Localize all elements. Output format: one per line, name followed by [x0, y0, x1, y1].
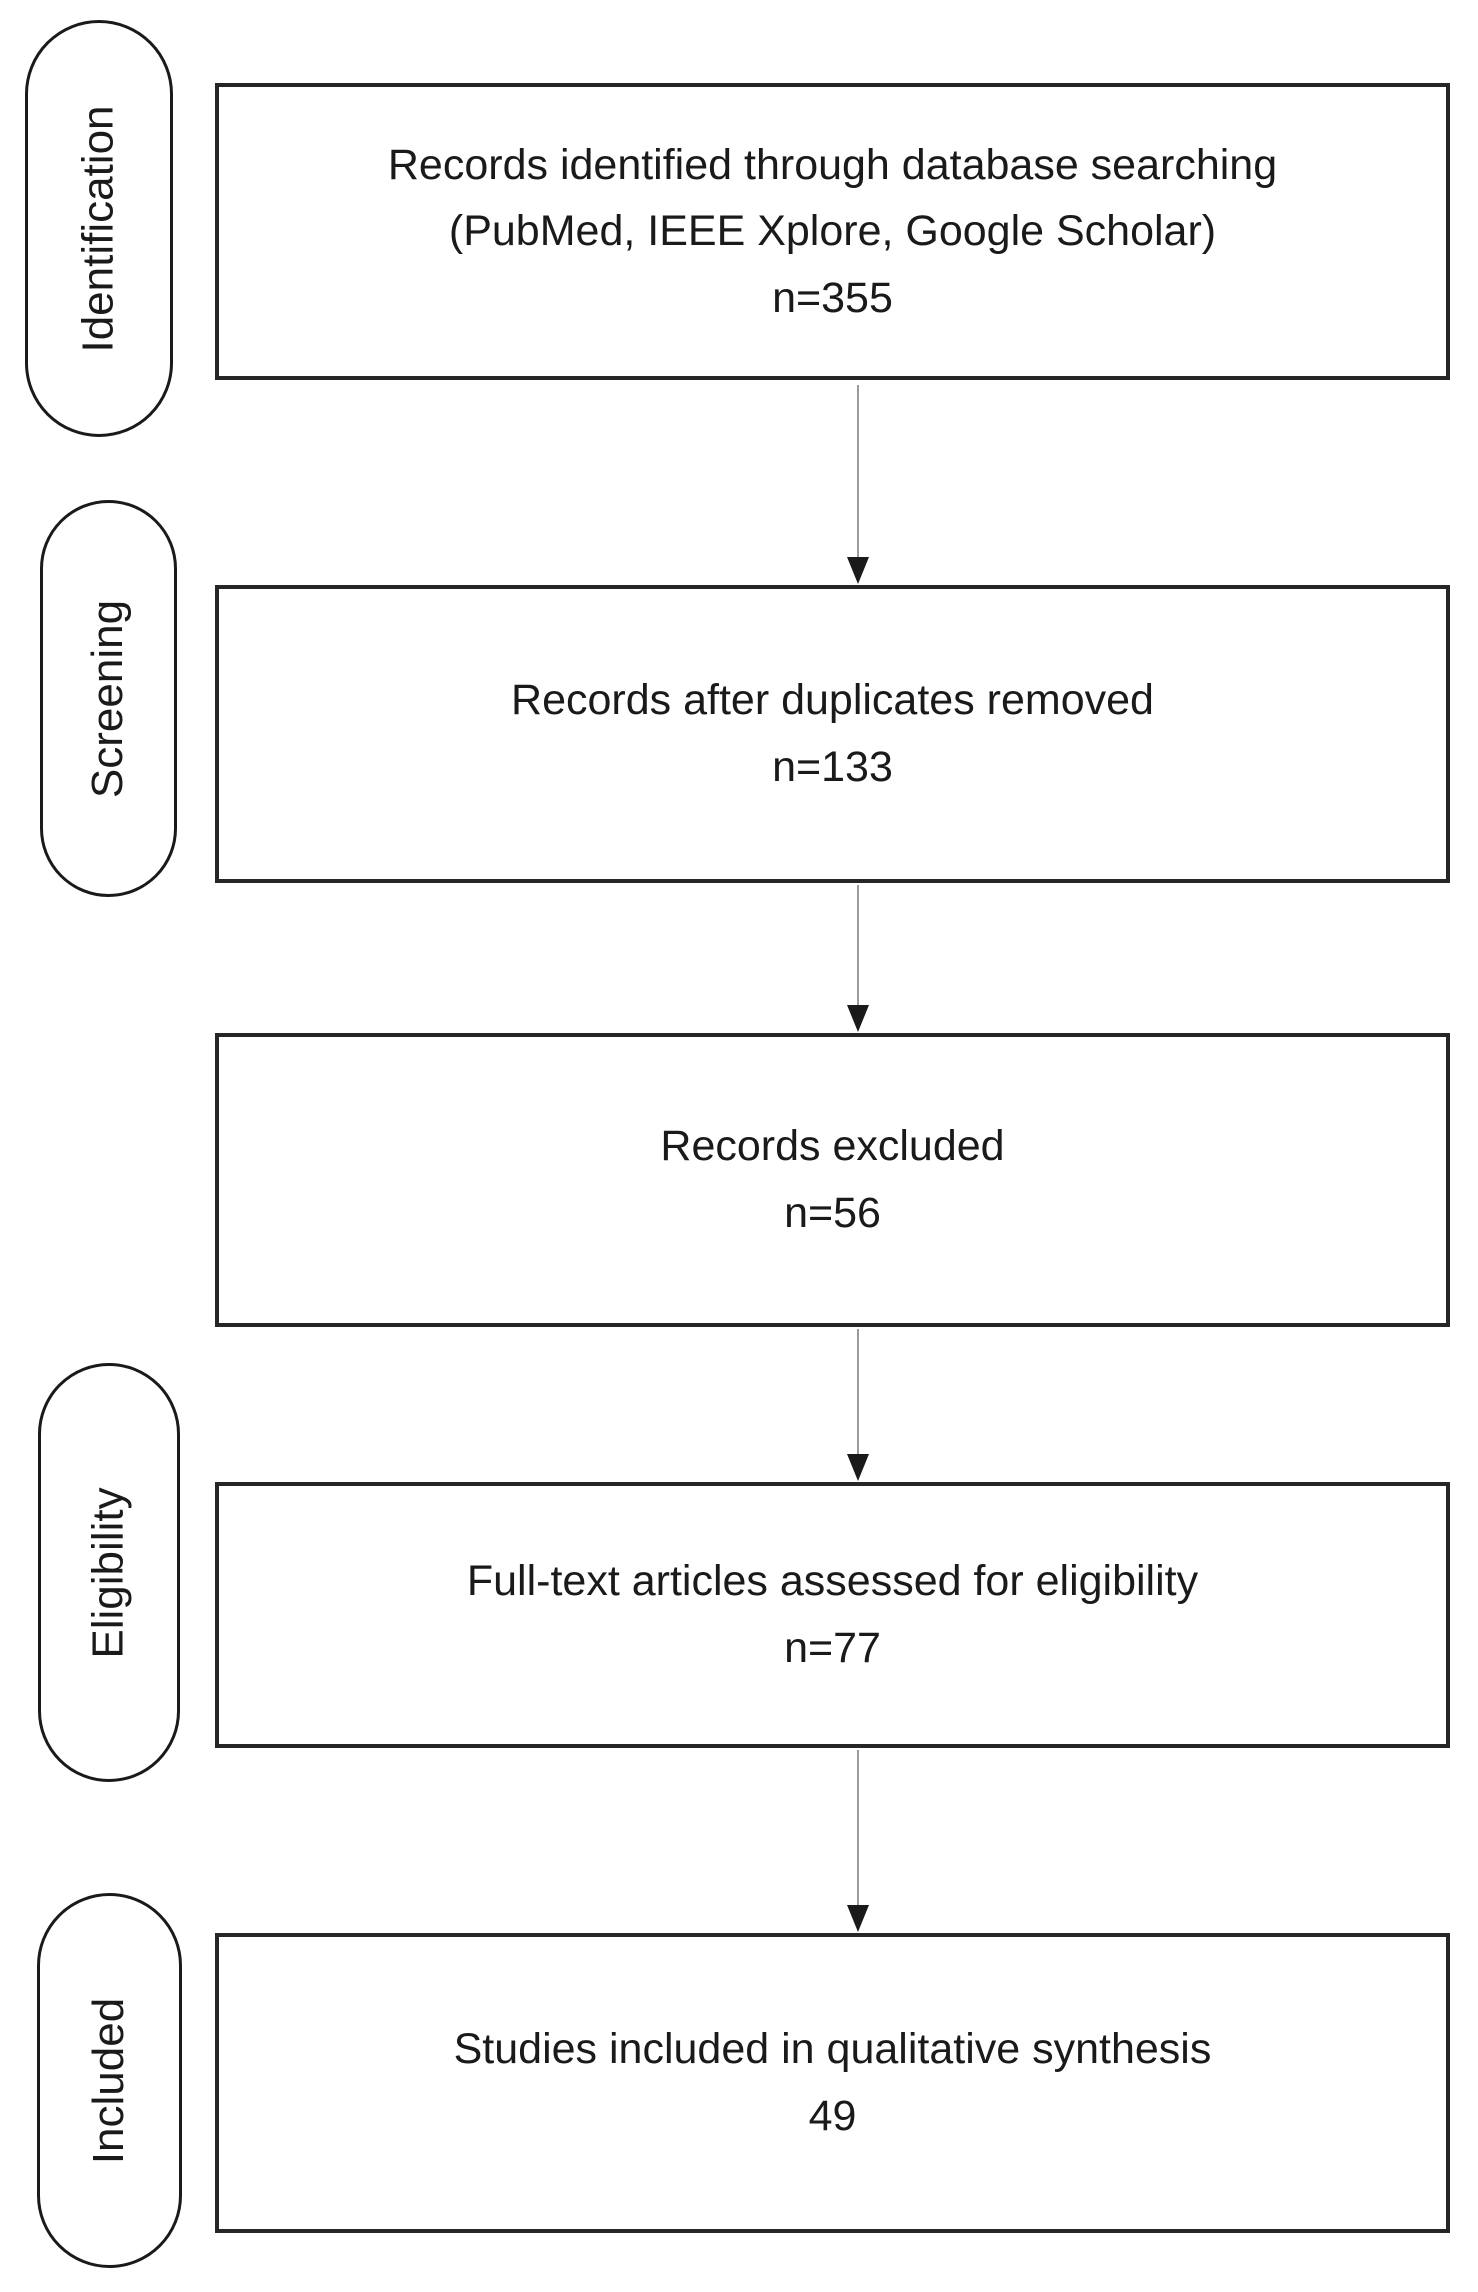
- box-count: 49: [808, 2092, 857, 2140]
- stage-pill-identification: Identification: [25, 20, 173, 437]
- arrow-line: [857, 385, 859, 558]
- flow-box-duplicates-removed: Records after duplicates removed n=133: [215, 585, 1450, 883]
- flow-arrow-screening-to-excluded: [847, 885, 869, 1032]
- box-count: n=56: [784, 1189, 881, 1237]
- stage-pill-screening: Screening: [40, 500, 177, 897]
- box-text: Records identified through database sear…: [219, 132, 1446, 332]
- stage-label-identification: Identification: [74, 104, 123, 353]
- arrow-line: [857, 885, 859, 1006]
- stage-label-screening: Screening: [83, 599, 133, 798]
- box-text: Records excluded n=56: [219, 1113, 1446, 1246]
- arrowhead-down-icon: [847, 1005, 869, 1032]
- box-line: Records after duplicates removed: [511, 676, 1154, 725]
- box-line: Records excluded: [660, 1122, 1005, 1171]
- arrowhead-down-icon: [847, 1905, 869, 1932]
- stage-pill-included: Included: [37, 1893, 182, 2268]
- stage-pill-eligibility: Eligibility: [38, 1363, 180, 1782]
- flow-arrow-excluded-to-fulltext: [847, 1329, 869, 1481]
- flow-arrow-fulltext-to-included: [847, 1750, 869, 1932]
- stage-label-included: Included: [84, 1997, 134, 2164]
- box-line: (PubMed, IEEE Xplore, Google Scholar): [448, 207, 1217, 256]
- arrow-line: [857, 1750, 859, 1906]
- arrowhead-down-icon: [847, 557, 869, 584]
- box-line: Records identified through database sear…: [387, 140, 1278, 189]
- box-text: Records after duplicates removed n=133: [219, 667, 1446, 800]
- arrow-line: [857, 1329, 859, 1455]
- flow-box-records-excluded: Records excluded n=56: [215, 1033, 1450, 1327]
- box-count: n=355: [772, 273, 893, 322]
- box-text: Full-text articles assessed for eligibil…: [219, 1548, 1446, 1681]
- flow-box-studies-included: Studies included in qualitative synthesi…: [215, 1933, 1450, 2233]
- box-count: n=133: [772, 743, 893, 791]
- flow-arrow-identification-to-screening: [847, 385, 869, 584]
- flow-box-fulltext-assessed: Full-text articles assessed for eligibil…: [215, 1482, 1450, 1748]
- box-line: Full-text articles assessed for eligibil…: [466, 1557, 1199, 1606]
- box-line: Studies included in qualitative synthesi…: [453, 2025, 1212, 2074]
- flow-box-records-identified: Records identified through database sear…: [215, 83, 1450, 380]
- box-text: Studies included in qualitative synthesi…: [219, 2016, 1446, 2149]
- stage-label-eligibility: Eligibility: [84, 1486, 134, 1659]
- arrowhead-down-icon: [847, 1454, 869, 1481]
- box-count: n=77: [784, 1624, 881, 1672]
